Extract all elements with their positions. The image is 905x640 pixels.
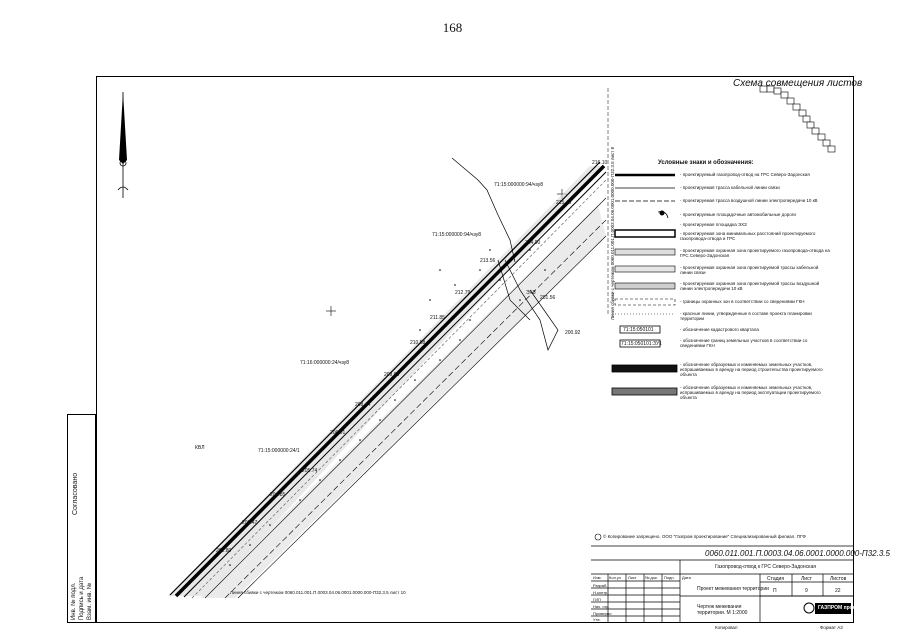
elevation-points xyxy=(229,249,546,566)
elevation-label: 213.56 xyxy=(480,258,496,264)
elevation-label: 216.10 xyxy=(592,160,608,166)
elevation-label: 204.85 xyxy=(270,492,286,498)
legend-item: - границы охранных зон в соответствии со… xyxy=(680,299,805,304)
role-label: Проверил xyxy=(593,611,612,616)
drawing-code: 0060.011.001.П.0003.04.06.0001.0000.000-… xyxy=(705,549,890,558)
organization-logo-text: ГАЗПРОМ проектирование xyxy=(818,605,885,611)
col-header: Изм. xyxy=(593,575,602,580)
legend-item: - проектируемая охранная зона проектируе… xyxy=(680,248,830,258)
legend-swatch-label: 71:15:050101:ЗУ1 xyxy=(621,341,662,347)
access-road xyxy=(451,157,559,351)
elevation-label: 210.58 xyxy=(410,340,426,346)
legend-swatch-label: 71:15:050101 xyxy=(623,327,654,333)
stamp-signature-date: Подпись и дата xyxy=(79,576,85,620)
role-label: Утв. xyxy=(593,617,601,622)
stage-value: П xyxy=(773,588,777,594)
gazprom-logo-icon xyxy=(803,602,851,614)
role-label: Нач. отд. xyxy=(593,604,610,609)
project-name: Газопровод-отвод к ГРС Северо-Задонская xyxy=(715,564,816,570)
sheet-value: 9 xyxy=(805,588,808,594)
elevation-label: 215.40 xyxy=(556,200,572,206)
elevation-label: 202.80 xyxy=(216,548,232,554)
col-header: Кол.уч xyxy=(609,575,621,580)
copyright-icon xyxy=(594,533,602,541)
elevation-label: 212.79 xyxy=(455,290,471,296)
kvl-mark: КВЛ xyxy=(195,445,205,451)
parcel-label: 71:15:000000:94/чзу8 xyxy=(494,182,544,188)
legend-item: - проектируемая трасса воздушной линии э… xyxy=(680,198,818,203)
copyright-text: © Копирование запрещено. ООО "Газпром пр… xyxy=(603,534,806,539)
elevation-label: 201.56 xyxy=(540,295,556,301)
sheet-layout-scheme xyxy=(759,85,836,153)
legend-item: - проектируемая зона минимальных расстоя… xyxy=(680,231,816,241)
elevation-label: 211.85 xyxy=(430,315,445,321)
legend-item: - обозначение образуемых и изменяемых зе… xyxy=(680,362,823,377)
scheme-title: Схема совмещения листов xyxy=(733,78,863,89)
role-label: ГИП xyxy=(593,597,601,602)
stamp-inv-no: Инв. № подл. xyxy=(71,582,77,620)
parcel-label: 71:16:000000:24/чзу8 xyxy=(300,360,350,366)
legend-symbols xyxy=(611,173,678,396)
legend-item: - проектируемый газопровод-отвод на ГРС … xyxy=(680,172,810,177)
col-header: Лист xyxy=(628,575,637,580)
elevation-label: 209.85 xyxy=(384,372,400,378)
title-block-grid xyxy=(591,545,854,623)
stage-header: Стадия xyxy=(767,576,785,582)
col-header: № док. xyxy=(645,575,658,580)
legend-item: - обозначение кадастрового квартала xyxy=(680,327,759,332)
drawing-sheet xyxy=(96,76,854,623)
format-label: Формат А3 xyxy=(820,625,843,630)
elevation-label: 200.92 xyxy=(565,330,581,336)
side-approval-stamp: Инв. № подл. Подпись и дата Взам. инв. № xyxy=(67,414,96,623)
page-number: 168 xyxy=(442,20,463,35)
col-header: Дата xyxy=(682,575,691,580)
sheets-value: 22 xyxy=(835,588,841,594)
drawing-title: Чертеж межевания территории. М 1:2000 xyxy=(697,604,748,616)
sheets-header: Листов xyxy=(830,576,847,582)
legend-title: Условные знаки и обозначения: xyxy=(658,160,754,166)
stamp-agreed: Согласовано xyxy=(72,472,79,515)
legend-item: - проектируемая трасса кабельной линии с… xyxy=(680,185,780,190)
stamp-replacement-inv: Взам. инв. № xyxy=(87,582,93,620)
sheet-header: Лист xyxy=(801,576,812,582)
elevation-label: 203.47 xyxy=(242,520,258,526)
elevation-label: 208.44 xyxy=(355,402,371,408)
eh-mark: ЭХЗ xyxy=(526,290,536,296)
copied-label: Копировал xyxy=(715,625,738,630)
role-label: Разраб. xyxy=(593,583,608,588)
legend-item: - проектируемая охранная зона проектируе… xyxy=(680,265,819,275)
legend-item: - проектируемые площадочные автомобильны… xyxy=(680,212,796,217)
legend-item: - проектируемая охранная зона проектируе… xyxy=(680,281,820,291)
role-label: Н.контр. xyxy=(593,590,609,595)
legend-item: - проектируемая площадка ЭХЗ xyxy=(680,222,747,227)
elevation-label: 206.91 xyxy=(330,430,346,436)
legend-item: - красные линии, утвержденные в составе … xyxy=(680,311,812,321)
document-subtitle: Проект межевания территории xyxy=(697,586,769,592)
match-line-label: Линия сбивки с чертежом 0060.011.001.П.0… xyxy=(610,146,615,320)
parcel-label: 71:15:000000:24/1 xyxy=(258,448,300,454)
legend-item: - обозначение границ земельных участков … xyxy=(680,338,808,348)
match-line-label: Линия сбивки с чертежом 0060.011.001.П.0… xyxy=(230,590,406,595)
parcel-label: 71:15:000000:94/чзу8 xyxy=(432,232,482,238)
elevation-label: 205.74 xyxy=(302,468,318,474)
elevation-label: 214.90 xyxy=(525,240,541,246)
legend-item: - обозначение образуемых и изменяемых зе… xyxy=(680,385,821,400)
route-corridor xyxy=(168,161,607,599)
col-header: Подп. xyxy=(664,575,675,580)
north-arrow-icon xyxy=(117,92,129,198)
